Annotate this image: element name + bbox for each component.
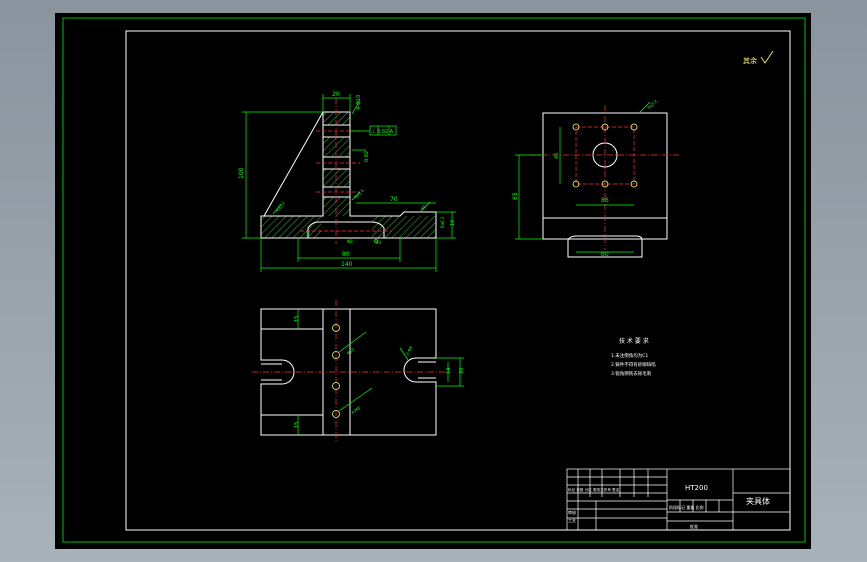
dim-small-note: 0.02 bbox=[364, 151, 370, 162]
front-base-slot bbox=[307, 221, 385, 238]
dim-center-leader bbox=[351, 191, 361, 201]
dim-base-width: 140 bbox=[341, 261, 353, 268]
dim-note-b-leader bbox=[338, 387, 373, 412]
dim-mid-note: Φ8 bbox=[347, 239, 353, 244]
model-space bbox=[55, 13, 811, 549]
dim-center-note: Ra1.6 bbox=[353, 188, 365, 200]
front-base-hole-mark bbox=[374, 239, 378, 243]
tech-req-item-1: 1.未注倒角均为C1 bbox=[611, 352, 648, 359]
dim-side-height: 65 bbox=[512, 192, 519, 200]
part-name-label: 夹具体 bbox=[746, 496, 770, 506]
side-hole-2 bbox=[601, 123, 609, 131]
dim-left-note: Ra3.2 bbox=[275, 200, 287, 212]
top-hole-1 bbox=[332, 324, 340, 332]
geo-tol-frame bbox=[369, 125, 397, 136]
bottom-labels: 阶段标记 重量 比例 bbox=[669, 504, 704, 510]
dim-side-corner-leader bbox=[639, 101, 651, 113]
dim-hole-leader bbox=[351, 99, 361, 115]
dim-side-width: 60 bbox=[601, 251, 609, 258]
front-rib bbox=[263, 111, 324, 217]
top-outline bbox=[260, 308, 437, 436]
side-hole-5 bbox=[601, 180, 609, 188]
side-hole-3 bbox=[630, 123, 638, 131]
review-label: 审核 bbox=[568, 509, 576, 515]
dim-note-c-leader bbox=[399, 347, 409, 361]
dim-note-a-leader bbox=[338, 331, 367, 353]
dim-hole-note: 4-Φ10 bbox=[356, 95, 362, 110]
front-base-hatch-left bbox=[261, 216, 321, 238]
approve-label: 批准 bbox=[690, 523, 698, 529]
top-hole-2 bbox=[332, 351, 340, 359]
process-label: 工艺 bbox=[568, 518, 576, 523]
front-outline bbox=[260, 111, 437, 239]
top-view: 15 15 14 30 Φ10 4-M8 2-Φ8 bbox=[252, 300, 465, 442]
top-hole-4 bbox=[332, 410, 340, 418]
dim-top-off: 15 bbox=[294, 316, 300, 322]
dim-inner-width: 80 bbox=[342, 251, 350, 258]
tech-req-item-2: 2.铸件不得有砂眼缺陷 bbox=[611, 361, 656, 368]
drawing-frame bbox=[125, 30, 791, 531]
dim-left-leader bbox=[272, 203, 282, 215]
dim-slot-len: 30 bbox=[459, 368, 465, 374]
side-bottom-slot bbox=[567, 235, 643, 258]
dim-side-h: 16 bbox=[450, 220, 456, 226]
side-view: 65 86 60 45 Ra3.2 bbox=[512, 98, 680, 258]
front-base-hatch-right bbox=[372, 216, 436, 238]
title-block-grid bbox=[567, 469, 720, 530]
dim-note-b: 4-M8 bbox=[350, 405, 361, 415]
row-labels: 标记 处数 分区 更改文件号 签名 bbox=[568, 487, 620, 492]
dim-side-spacing: 86 bbox=[601, 197, 609, 204]
dim-side-side: 45 bbox=[554, 153, 560, 159]
dim-right-leader bbox=[419, 201, 431, 213]
dim-base-left: 20 bbox=[306, 230, 311, 236]
dim-frame-note: ⊥ 0.02 A bbox=[371, 129, 394, 135]
material-label: HT200 bbox=[685, 484, 708, 492]
dim-note-c: 2-Φ8 bbox=[404, 345, 413, 356]
front-view: 20 4-Φ10 ⊥ 0.02 A 0.02 100 140 80 70 16 … bbox=[238, 91, 456, 272]
dim-slot-w: 14 bbox=[446, 368, 452, 374]
top-hole-3 bbox=[332, 382, 340, 390]
dim-base-right: 20 bbox=[376, 240, 382, 245]
dim-base-depth: 70 bbox=[390, 196, 398, 203]
side-hole-6 bbox=[630, 180, 638, 188]
dim-side-corner-note: Ra3.2 bbox=[646, 98, 658, 110]
dim-bot-off: 15 bbox=[294, 422, 300, 428]
roughness-note: 其余 bbox=[743, 56, 757, 65]
roughness-symbol bbox=[760, 50, 774, 64]
dim-note-a: Φ10 bbox=[346, 347, 356, 356]
dim-top: 20 bbox=[332, 91, 340, 98]
dim-fillet: R5 bbox=[420, 203, 428, 211]
title-block: HT200 夹具体 标记 处数 分区 更改文件号 签名 阶段标记 重量 比例 审… bbox=[566, 468, 791, 531]
dim-height: 100 bbox=[238, 167, 245, 179]
tech-req-item-3: 3.锐角倒钝去除毛刺 bbox=[611, 370, 652, 377]
title-block-frame bbox=[566, 468, 791, 531]
side-hole-4 bbox=[572, 180, 580, 188]
dim-side-note: Ra6.3 bbox=[440, 216, 445, 228]
sheet-outer-border bbox=[62, 17, 806, 543]
technical-requirements: 技 术 要 求 1.未注倒角均为C1 2.铸件不得有砂眼缺陷 3.锐角倒钝去除毛… bbox=[611, 337, 656, 377]
side-hole-1 bbox=[572, 123, 580, 131]
tech-req-title: 技 术 要 求 bbox=[619, 337, 649, 345]
